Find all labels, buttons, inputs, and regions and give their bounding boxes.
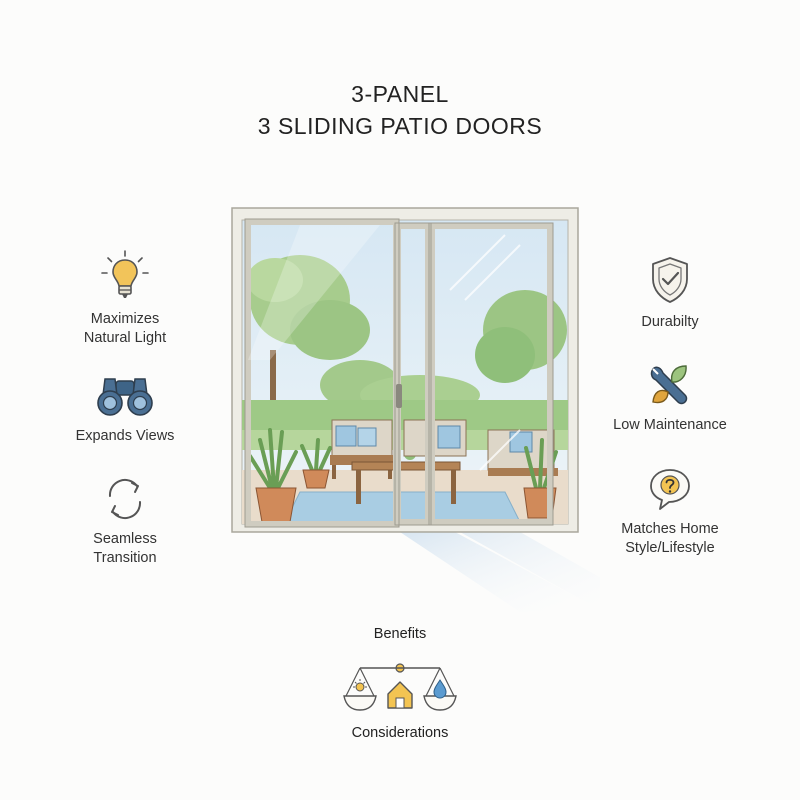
- patio-sofa: [330, 419, 394, 479]
- feature-label: Expands Views: [75, 428, 175, 444]
- feature-label: Matches Home: [621, 521, 719, 537]
- page-title: 3-PANEL 3 SLIDING PATIO DOORS: [0, 78, 800, 142]
- glass-reflection: [449, 234, 521, 471]
- feature-label: Natural Light: [83, 330, 167, 346]
- water-drop-icon: [433, 679, 447, 699]
- wrench-leaf-icon: [650, 365, 688, 405]
- cycle-arrows-icon: [108, 478, 142, 520]
- lightbulb-icon: [101, 250, 149, 298]
- feature-label: Maximizes: [90, 311, 160, 327]
- feature-label: Seamless: [93, 531, 157, 547]
- light-beams: [400, 532, 600, 612]
- feature-label: Style/Lifestyle: [625, 540, 715, 556]
- feature-low-maintenance: Low Maintenance: [590, 362, 750, 435]
- balance-scale-icon: [343, 663, 457, 711]
- question-bubble-icon: [650, 469, 690, 510]
- sun-icon: [353, 679, 367, 692]
- shield-check-icon: [652, 257, 688, 303]
- patio-door-illustration: [231, 207, 600, 612]
- door-panels: [245, 219, 553, 527]
- feature-natural-light: Maximizes Natural Light: [45, 248, 205, 348]
- binoculars-icon: [97, 378, 153, 416]
- title-line-1: 3-PANEL: [351, 81, 449, 107]
- feature-matches-home: Matches Home Style/Lifestyle: [590, 466, 750, 558]
- feature-expands-views: Expands Views: [45, 373, 205, 446]
- feature-label: Low Maintenance: [613, 417, 727, 433]
- door-handle-icon: [396, 384, 402, 408]
- garden-trees: [242, 255, 568, 450]
- feature-durability: Durabilty: [590, 255, 750, 332]
- title-line-2: 3 SLIDING PATIO DOORS: [257, 113, 543, 139]
- house-icon: [387, 681, 413, 709]
- considerations-label: Considerations: [351, 725, 449, 741]
- feature-label: Durabilty: [641, 314, 699, 330]
- feature-label: Transition: [93, 550, 157, 566]
- feature-seamless-transition: Seamless Transition: [45, 476, 205, 568]
- benefits-label: Benefits: [373, 626, 427, 642]
